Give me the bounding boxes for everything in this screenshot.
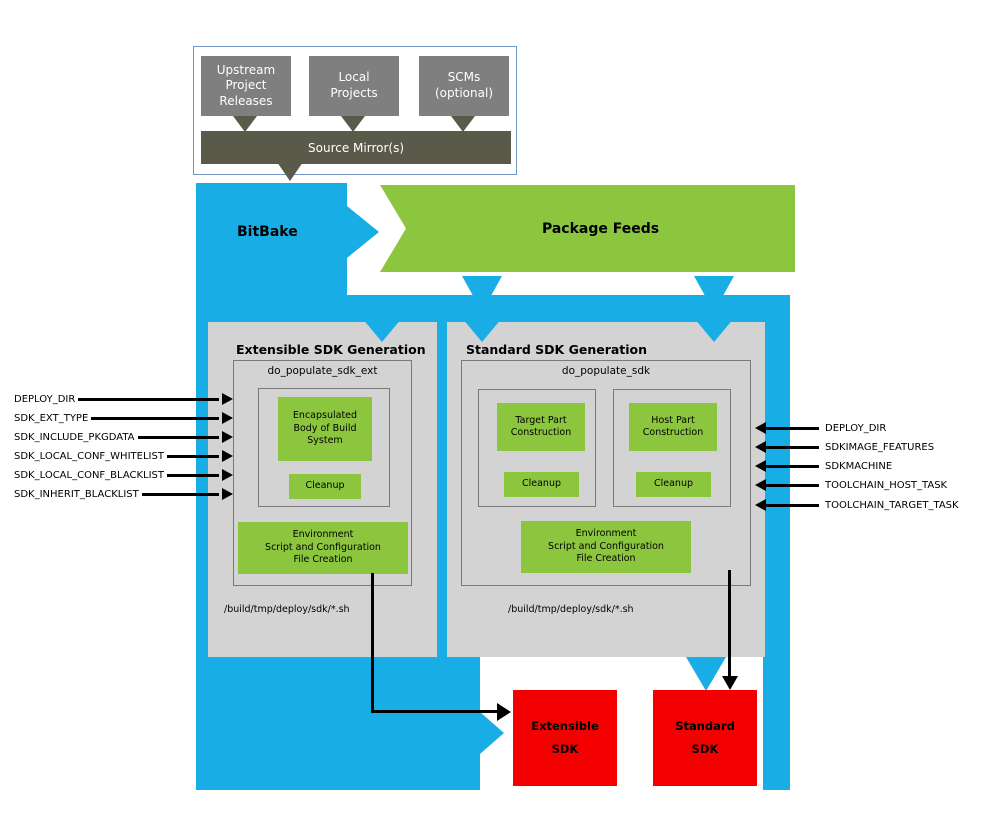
std-env-to-sdk-arrow-vertical [728, 570, 731, 678]
standard-panel-title: Standard SDK Generation [466, 342, 648, 357]
arrow-line [766, 464, 819, 468]
arrow-line [766, 426, 819, 430]
left-variable-row: SDK_INCLUDE_PKGDATA [14, 430, 233, 444]
upstream-to-mirror-chevron-3 [451, 116, 475, 132]
ext-environment-step: Environment Script and Configuration Fil… [238, 522, 408, 574]
source-mirror-bar: Source Mirror(s) [201, 131, 511, 164]
left-variable-row: SDK_LOCAL_CONF_WHITELIST [14, 449, 233, 463]
arrow-left-icon [755, 460, 766, 472]
host-part-step: Host Part Construction [629, 403, 717, 451]
ext-env-to-sdk-arrow-vertical [371, 573, 374, 713]
arrow-line [137, 435, 219, 439]
arrow-line [166, 454, 219, 458]
arrow-left-icon [755, 441, 766, 453]
standard-sdk-output: Standard SDK [653, 690, 757, 786]
feeds-to-bitbake-chevron-right [694, 276, 734, 312]
target-part-step: Target Part Construction [497, 403, 585, 451]
ext-build-system-box: Encapsulated Body of Build System Cleanu… [258, 388, 390, 507]
arrow-line [766, 483, 819, 487]
arrow-left-icon [755, 422, 766, 434]
arrow-line [78, 397, 219, 401]
arrow-line [91, 416, 219, 420]
variable-label: SDK_LOCAL_CONF_BLACKLIST [14, 469, 165, 481]
variable-label: DEPLOY_DIR [825, 422, 887, 434]
do-populate-sdk-box: do_populate_sdk Target Part Construction… [461, 360, 751, 586]
bitbake-region-right-column [763, 655, 790, 790]
variable-label: TOOLCHAIN_TARGET_TASK [825, 499, 959, 511]
bitbake-to-standard-chevron-right [694, 318, 734, 342]
scms-box: SCMs (optional) [419, 56, 509, 116]
variable-label: SDKIMAGE_FEATURES [825, 441, 935, 453]
left-variable-row: SDK_INHERIT_BLACKLIST [14, 487, 233, 501]
arrow-right-icon [222, 469, 233, 481]
feeds-to-bitbake-chevron-left [462, 276, 502, 312]
local-projects-box: Local Projects [309, 56, 399, 116]
variable-label: SDK_INCLUDE_PKGDATA [14, 431, 135, 443]
upstream-releases-box: Upstream Project Releases [201, 56, 291, 116]
bitbake-label: BitBake [237, 224, 298, 240]
source-mirror-label: Source Mirror(s) [308, 140, 404, 155]
right-variable-row: SDKIMAGE_FEATURES [755, 440, 934, 454]
arrow-line [766, 445, 819, 449]
arrow-right-icon [222, 393, 233, 405]
left-variable-row: SDK_EXT_TYPE [14, 411, 233, 425]
variable-label: SDK_LOCAL_CONF_WHITELIST [14, 450, 164, 462]
arrow-right-icon [222, 412, 233, 424]
arrow-right-icon [222, 488, 233, 500]
variable-label: SDKMACHINE [825, 460, 893, 472]
bitbake-to-package-feeds-chevron [347, 206, 379, 258]
ext-env-to-sdk-arrow-horizontal [371, 710, 498, 713]
right-variable-row: SDKMACHINE [755, 459, 892, 473]
source-inputs-panel: Upstream Project Releases Local Projects… [193, 46, 517, 175]
variable-label: TOOLCHAIN_HOST_TASK [825, 479, 948, 491]
arrow-line [141, 492, 219, 496]
ext-arrow-head-icon [497, 703, 511, 721]
bitbake-to-standard-sdk-chevron [686, 657, 726, 691]
arrow-left-icon [755, 499, 766, 511]
bitbake-region-top-left [196, 183, 347, 295]
std-target-box: Target Part Construction Cleanup [478, 389, 596, 507]
ext-output-path: /build/tmp/deploy/sdk/*.sh [224, 604, 350, 615]
left-variable-row: DEPLOY_DIR [14, 392, 233, 406]
std-environment-step: Environment Script and Configuration Fil… [521, 521, 691, 573]
right-variable-row: TOOLCHAIN_HOST_TASK [755, 478, 947, 492]
arrow-left-icon [755, 479, 766, 491]
arrow-right-icon [222, 450, 233, 462]
ext-cleanup-step: Cleanup [289, 474, 361, 499]
right-variable-row: DEPLOY_DIR [755, 421, 886, 435]
encapsulated-body-step: Encapsulated Body of Build System [278, 397, 372, 461]
variable-label: DEPLOY_DIR [14, 393, 76, 405]
extensible-panel-title: Extensible SDK Generation [236, 342, 426, 357]
extensible-sdk-generation-panel: Extensible SDK Generation do_populate_sd… [208, 322, 437, 657]
std-host-box: Host Part Construction Cleanup [613, 389, 731, 507]
do-populate-sdk-ext-title: do_populate_sdk_ext [267, 365, 378, 377]
mirror-to-bitbake-chevron [277, 162, 303, 181]
std-arrow-head-icon [722, 676, 738, 690]
bitbake-to-standard-chevron-left [462, 318, 502, 342]
bitbake-to-extensible-chevron [362, 318, 402, 342]
extensible-sdk-output: Extensible SDK [513, 690, 617, 786]
do-populate-sdk-ext-box: do_populate_sdk_ext Encapsulated Body of… [233, 360, 412, 586]
package-feeds-banner: Package Feeds [380, 185, 795, 272]
package-feeds-label: Package Feeds [541, 220, 660, 237]
variable-label: SDK_INHERIT_BLACKLIST [14, 488, 139, 500]
upstream-to-mirror-chevron-2 [341, 116, 365, 132]
std-cleanup-right-step: Cleanup [636, 472, 711, 497]
arrow-line [766, 503, 819, 507]
arrow-right-icon [222, 431, 233, 443]
do-populate-sdk-title: do_populate_sdk [561, 365, 651, 377]
left-variable-row: SDK_LOCAL_CONF_BLACKLIST [14, 468, 233, 482]
std-cleanup-left-step: Cleanup [504, 472, 579, 497]
std-output-path: /build/tmp/deploy/sdk/*.sh [508, 604, 634, 615]
variable-label: SDK_EXT_TYPE [14, 412, 89, 424]
standard-sdk-generation-panel: Standard SDK Generation do_populate_sdk … [447, 322, 765, 657]
upstream-to-mirror-chevron-1 [233, 116, 257, 132]
right-variable-row: TOOLCHAIN_TARGET_TASK [755, 498, 959, 512]
bitbake-region-bottom-left [196, 655, 480, 790]
arrow-line [167, 473, 219, 477]
